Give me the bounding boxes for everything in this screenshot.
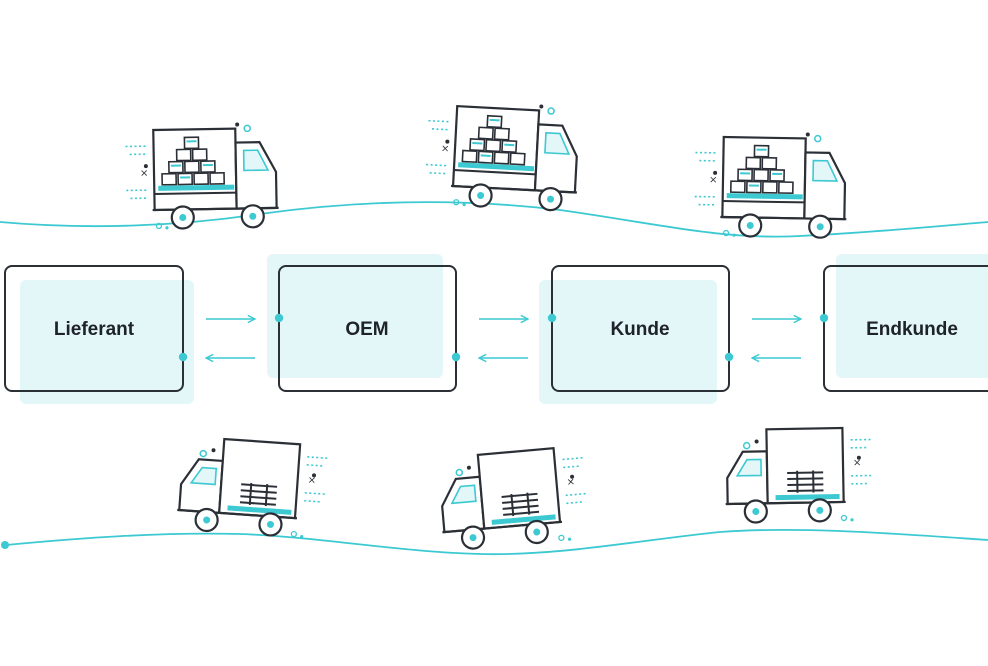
truck-top-3 — [692, 129, 849, 240]
node-endkunde: Endkunde — [819, 254, 988, 392]
node-oem-label: OEM — [345, 319, 388, 340]
node-oem: OEM — [267, 254, 461, 392]
node-kunde-label: Kunde — [610, 319, 669, 340]
node-kunde: Kunde — [539, 265, 734, 404]
node-endkunde-label: Endkunde — [866, 319, 958, 340]
truck-top-2 — [422, 97, 583, 214]
road-start-dot — [1, 541, 9, 549]
bottom-road — [5, 528, 988, 556]
edges — [206, 319, 801, 358]
truck-bottom-3 — [723, 426, 876, 525]
truck-bottom-1 — [174, 434, 332, 541]
node-lieferant: Lieferant — [4, 265, 194, 404]
node-lieferant-label: Lieferant — [54, 319, 135, 340]
truck-bottom-2 — [434, 444, 593, 553]
truck-top-1 — [124, 120, 281, 232]
